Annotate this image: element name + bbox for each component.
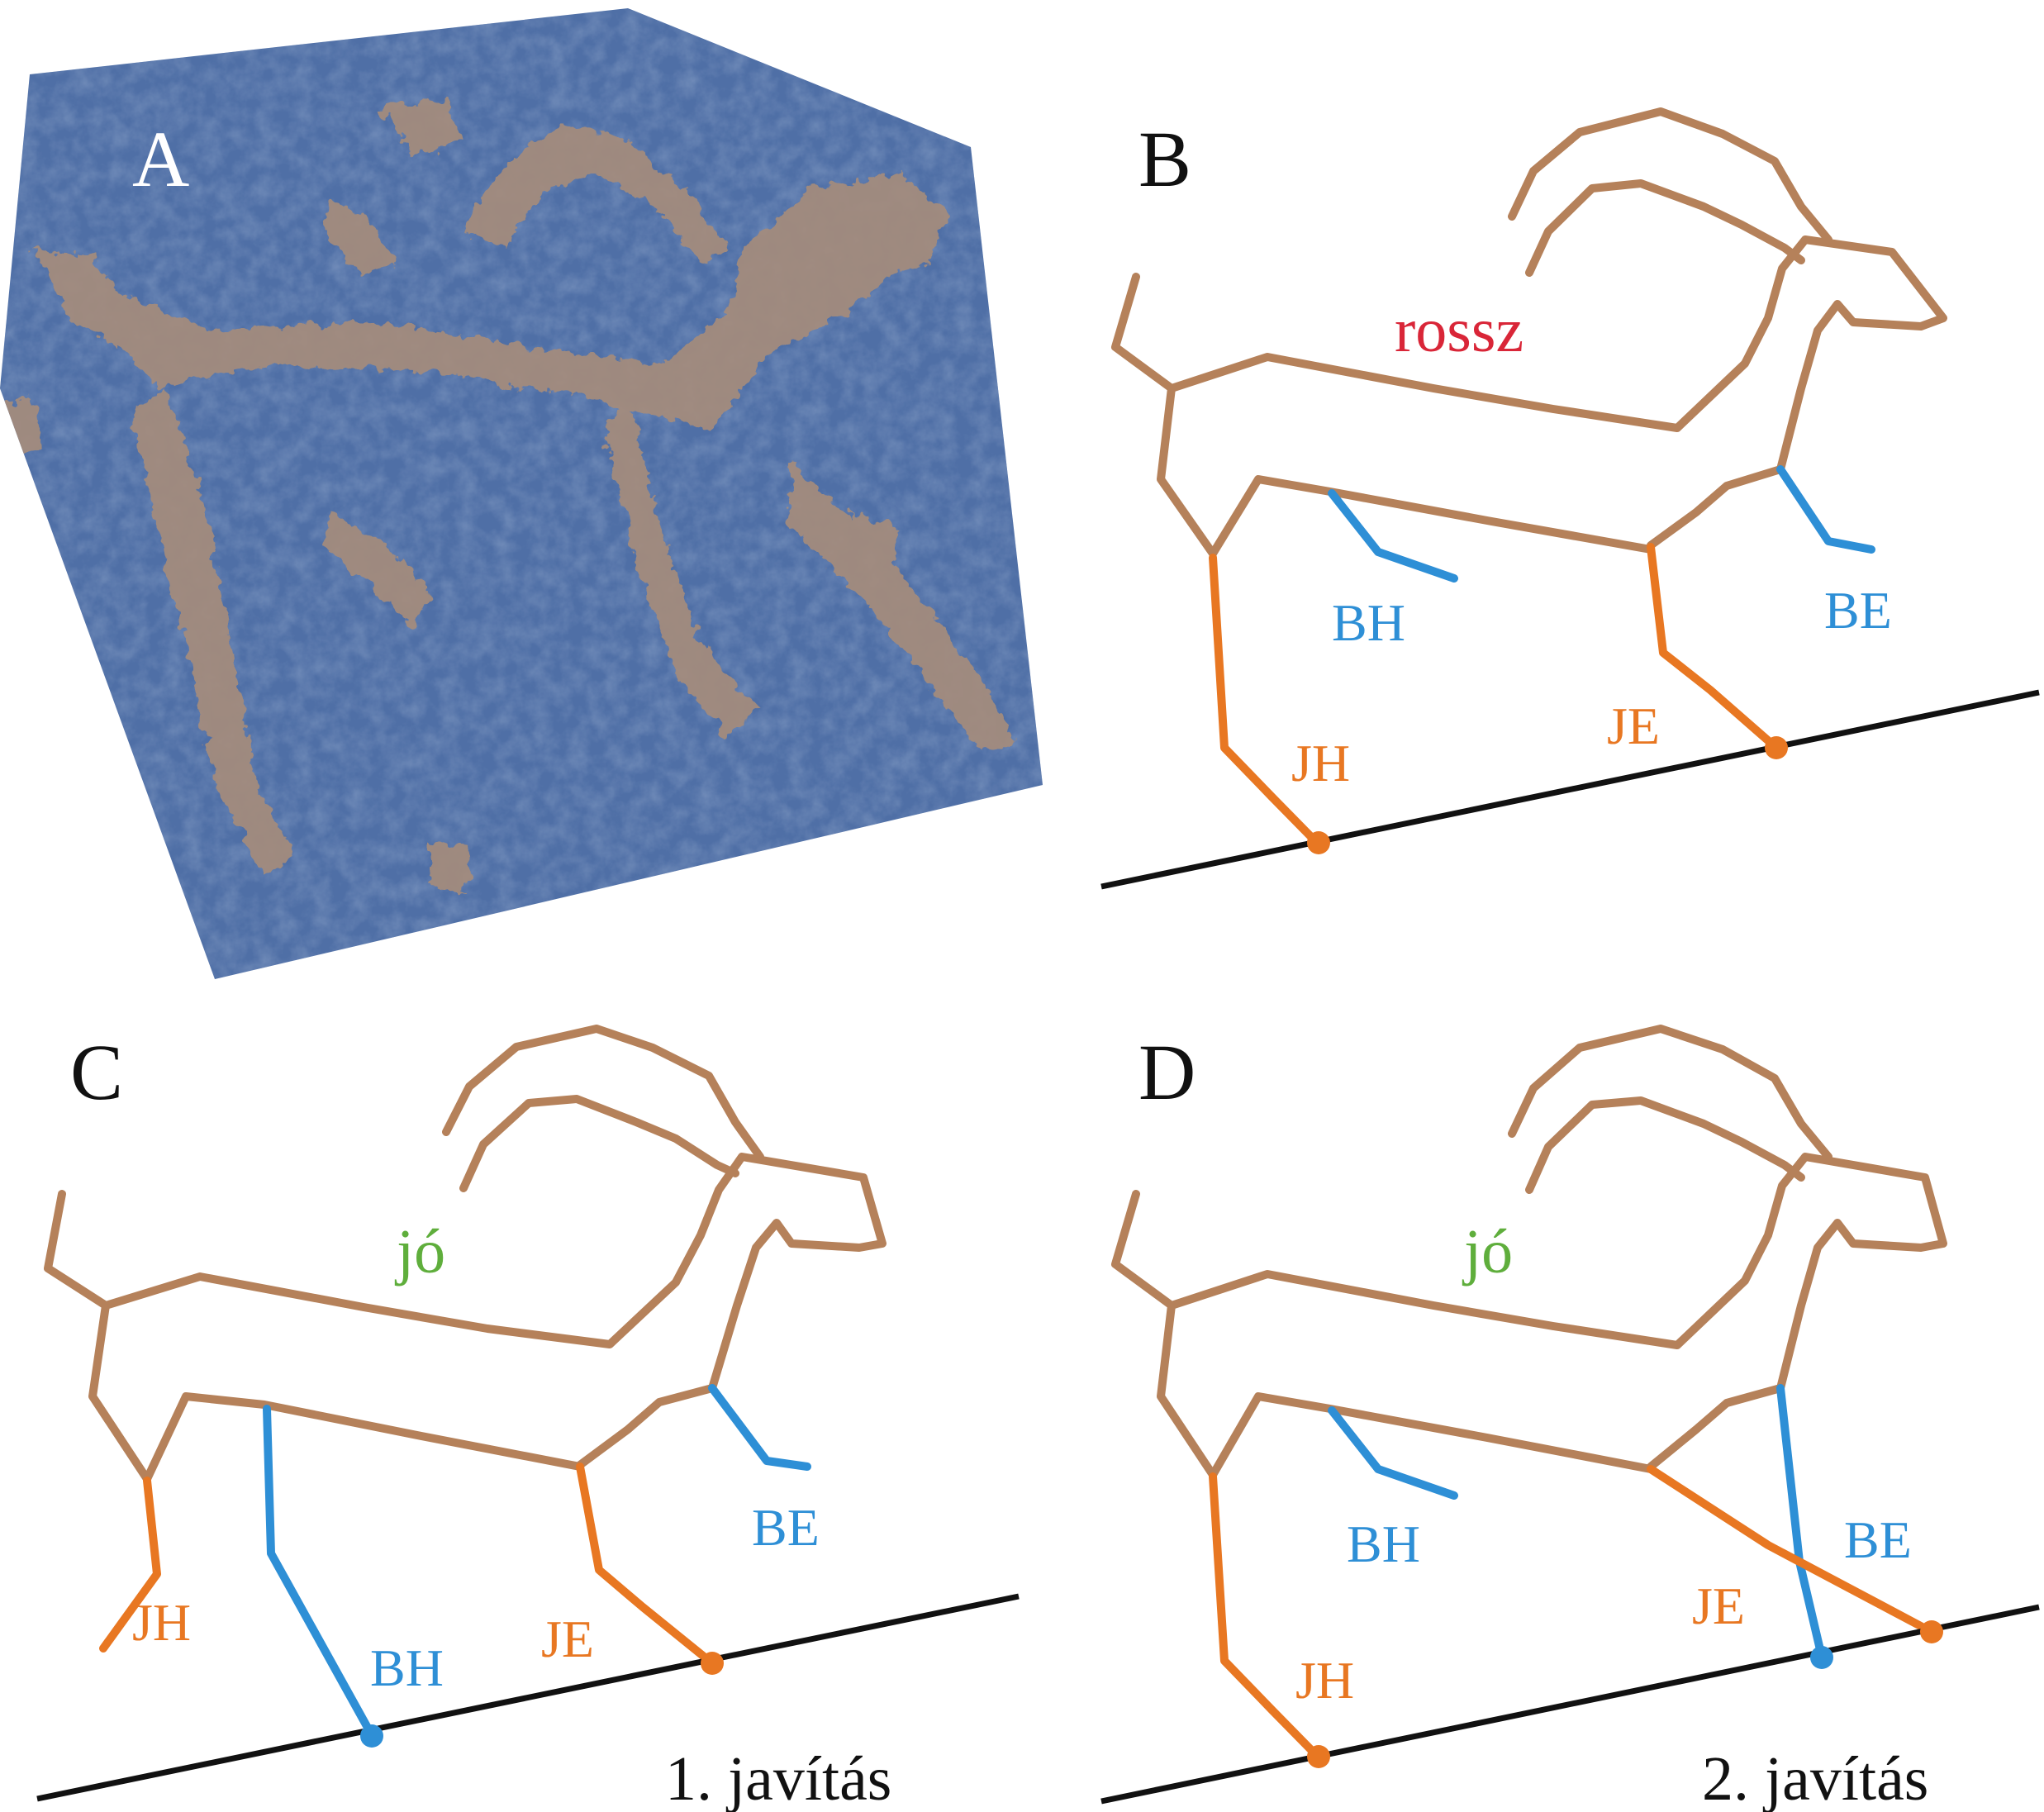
label-jh: JH — [1291, 734, 1350, 792]
panel-c: C jó JH BH JE BE 1. javítás — [36, 1025, 1020, 1812]
label-be: BE — [1844, 1510, 1912, 1569]
caption-correction-2: 2. javítás — [1702, 1744, 1928, 1812]
animal-body-outline — [1111, 273, 1217, 558]
verdict-label-good: jó — [394, 1217, 445, 1286]
ground-line — [36, 1593, 1020, 1802]
hind-leg-contact-point — [360, 1724, 383, 1748]
panel-letter-a: A — [132, 115, 189, 203]
hind-leg-left — [263, 1405, 376, 1739]
horn-outer — [1508, 1025, 1832, 1161]
animal-stick-figure-icon — [44, 1025, 887, 1739]
label-bh: BH — [370, 1638, 444, 1697]
horn-outer — [442, 1025, 764, 1161]
animal-body-outline — [44, 1190, 151, 1483]
animal-belly-line — [143, 1392, 584, 1483]
front-leg-right — [1647, 1465, 1936, 1636]
label-bh: BH — [1332, 593, 1405, 652]
label-je: JE — [1692, 1577, 1745, 1635]
label-jh: JH — [132, 1593, 191, 1652]
horn-inner — [1525, 1096, 1805, 1194]
horn-inner — [459, 1095, 739, 1192]
animal-belly-line — [1209, 475, 1655, 558]
rock-photo-icon — [0, 8, 1043, 979]
label-bh: BH — [1347, 1515, 1420, 1573]
front-leg-contact-point — [1307, 831, 1330, 854]
animal-belly-line — [1209, 1392, 1655, 1479]
petroglyph-figure — [0, 99, 1016, 892]
hind-leg-right — [1776, 465, 1875, 554]
hind-leg-contact-point — [1810, 1646, 1833, 1669]
front-leg-right — [1647, 543, 1780, 752]
label-jh: JH — [1295, 1651, 1354, 1710]
animal-stick-figure-icon — [1111, 107, 1947, 847]
ground-line — [1100, 1604, 2040, 1805]
front-leg-right — [576, 1462, 716, 1667]
hind-leg-left — [1328, 1406, 1458, 1500]
horn-outer — [1508, 107, 1832, 244]
panel-a: A — [0, 8, 1043, 979]
verdict-label-bad: rossz — [1395, 296, 1523, 365]
panel-letter-d: D — [1138, 1028, 1196, 1116]
animal-back-line — [102, 1153, 887, 1469]
label-je: JE — [541, 1610, 594, 1668]
front-leg-contact-point — [1765, 736, 1788, 759]
animal-back-line — [1167, 1153, 1947, 1471]
front-leg-contact-point — [701, 1652, 724, 1675]
label-je: JE — [1607, 697, 1660, 755]
verdict-label-good: jó — [1462, 1217, 1513, 1286]
front-leg-left — [99, 1477, 161, 1653]
ground-line — [1100, 689, 2040, 890]
hind-leg-right — [1776, 1384, 1826, 1661]
front-leg-left — [1209, 554, 1321, 847]
hind-leg-left — [1328, 489, 1458, 583]
panel-letter-c: C — [70, 1028, 123, 1116]
horn-inner — [1525, 179, 1805, 277]
caption-correction-1: 1. javítás — [665, 1744, 891, 1812]
animal-stick-figure-icon — [1111, 1025, 1947, 1760]
animal-body-outline — [1111, 1190, 1217, 1479]
animal-back-line — [1167, 235, 1947, 549]
hind-leg-right — [708, 1384, 811, 1471]
label-be: BE — [1824, 581, 1892, 640]
front-leg-left — [1209, 1472, 1321, 1760]
panel-d: D jó BH BE JE JH 2. javítás — [1100, 1025, 2040, 1812]
label-be: BE — [752, 1498, 820, 1557]
front-leg-contact-point — [1920, 1620, 1943, 1643]
panel-b: B rossz BH BE JH JE — [1100, 107, 2040, 890]
front-leg-contact-point — [1307, 1745, 1330, 1768]
panel-letter-b: B — [1138, 115, 1191, 203]
